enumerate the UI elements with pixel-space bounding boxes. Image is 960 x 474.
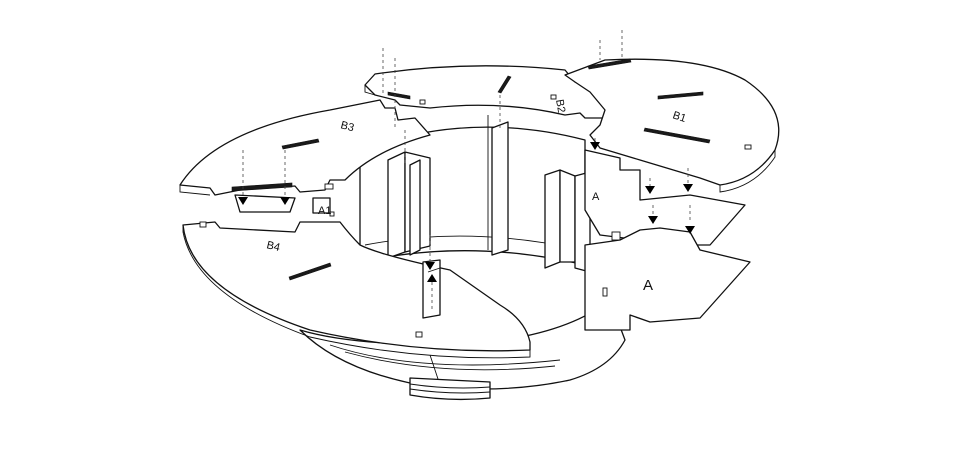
part-label-a-large: A [643,277,653,294]
slot [657,91,704,100]
part-label-b1: B1 [671,109,688,125]
slot [231,182,293,192]
slot [587,58,632,70]
b3-support-tab [234,194,296,213]
ring-segment-b4: B4 [182,211,531,359]
arrow-down-icon [648,216,658,224]
part-label-b4: B4 [265,239,281,254]
slot [387,91,411,100]
ring-segment-b1: B1 [564,58,780,193]
tab-hole [199,221,207,228]
center-rib [422,259,441,319]
slot [643,127,711,144]
tab-hole [550,94,557,100]
arrow-down-icon [280,197,290,205]
slot [288,262,332,281]
tab-hole [329,211,335,217]
panel-a-slot [602,287,608,297]
base-foot [409,377,491,401]
part-label-a1: A1 [318,205,331,217]
a1-tab: A1 [312,197,331,217]
panel-a-notch [611,231,621,241]
slot [497,75,512,94]
tab-hole [324,183,334,190]
slot [281,138,320,150]
vertical-ribs [387,121,591,273]
panel-a-lower: A [584,227,751,331]
arrow-down-icon [590,142,600,150]
arrow-down-icon [685,226,695,234]
insertion-arrows [238,142,695,282]
ring-segment-b2: B2 [364,65,607,119]
part-label-b2: B2 [553,98,567,113]
tab-hole [419,99,426,105]
part-label-b3: B3 [339,119,355,134]
arrow-up-icon [427,274,437,282]
arrow-down-icon [425,262,435,270]
arrow-down-icon [238,197,248,205]
tab-hole [415,331,423,338]
arrow-down-icon [683,184,693,192]
ring-segment-b3: B3 [179,99,431,196]
part-label-a-small: A [592,191,600,203]
arrow-down-icon [645,186,655,194]
panel-a-upper: A [584,149,746,246]
tab-hole [744,144,752,150]
